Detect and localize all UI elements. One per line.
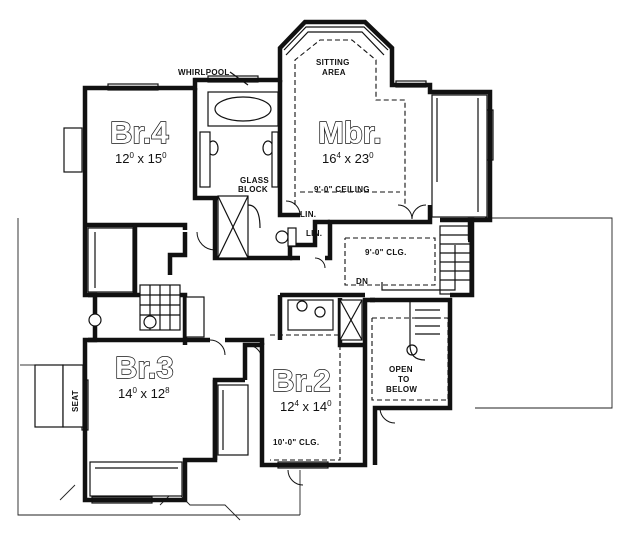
label-area: AREA (322, 68, 346, 77)
room-dims-br4: 120 x 150 (115, 151, 167, 166)
label-to: TO (398, 375, 410, 384)
master-bath-fixtures (199, 91, 297, 259)
room-name-br3: Br.3 (115, 350, 174, 385)
plan-notes: WHIRLPOOL SITTING AREA GLASS BLOCK 9'-0"… (71, 58, 417, 447)
label-below: BELOW (386, 385, 417, 394)
stairs (381, 225, 471, 361)
label-whirlpool: WHIRLPOOL (178, 68, 230, 77)
label-seat: SEAT (71, 390, 80, 412)
room-dims-br3: 140 x 128 (118, 386, 170, 401)
interior-walls (85, 80, 433, 460)
label-lin-1: LIN. (300, 210, 316, 219)
room-dims-br2: 124 x 140 (280, 399, 332, 414)
closets (87, 94, 488, 497)
room-dims-mbr: 164 x 230 (322, 151, 374, 166)
label-glass: GLASS (240, 176, 269, 185)
room-br2: Br.2 124 x 140 (271, 362, 332, 414)
label-open: OPEN (389, 365, 413, 374)
label-clg-10: 10'-0" CLG. (273, 438, 319, 447)
room-name-br4: Br.4 (110, 115, 169, 150)
label-sitting: SITTING (316, 58, 350, 67)
room-mbr: Mbr. 164 x 230 (317, 114, 382, 166)
label-lin-2: LIN. (306, 229, 322, 238)
room-name-br2: Br.2 (272, 363, 331, 398)
label-clg-9: 9'-0" CLG. (365, 248, 407, 257)
room-br4: Br.4 120 x 150 (109, 114, 170, 166)
label-ceiling-mbr: 9'-0" CEILING (314, 185, 370, 194)
bay-window-sitting (283, 26, 389, 56)
room-br3: Br.3 140 x 128 (114, 349, 174, 401)
exterior-walls (82, 19, 493, 503)
label-block: BLOCK (238, 185, 268, 194)
room-name-mbr: Mbr. (318, 115, 382, 150)
label-dn: DN (356, 277, 368, 286)
hall-bath-fixtures (88, 284, 363, 341)
seat (34, 364, 84, 428)
doors (196, 200, 427, 486)
chimney (63, 127, 83, 173)
